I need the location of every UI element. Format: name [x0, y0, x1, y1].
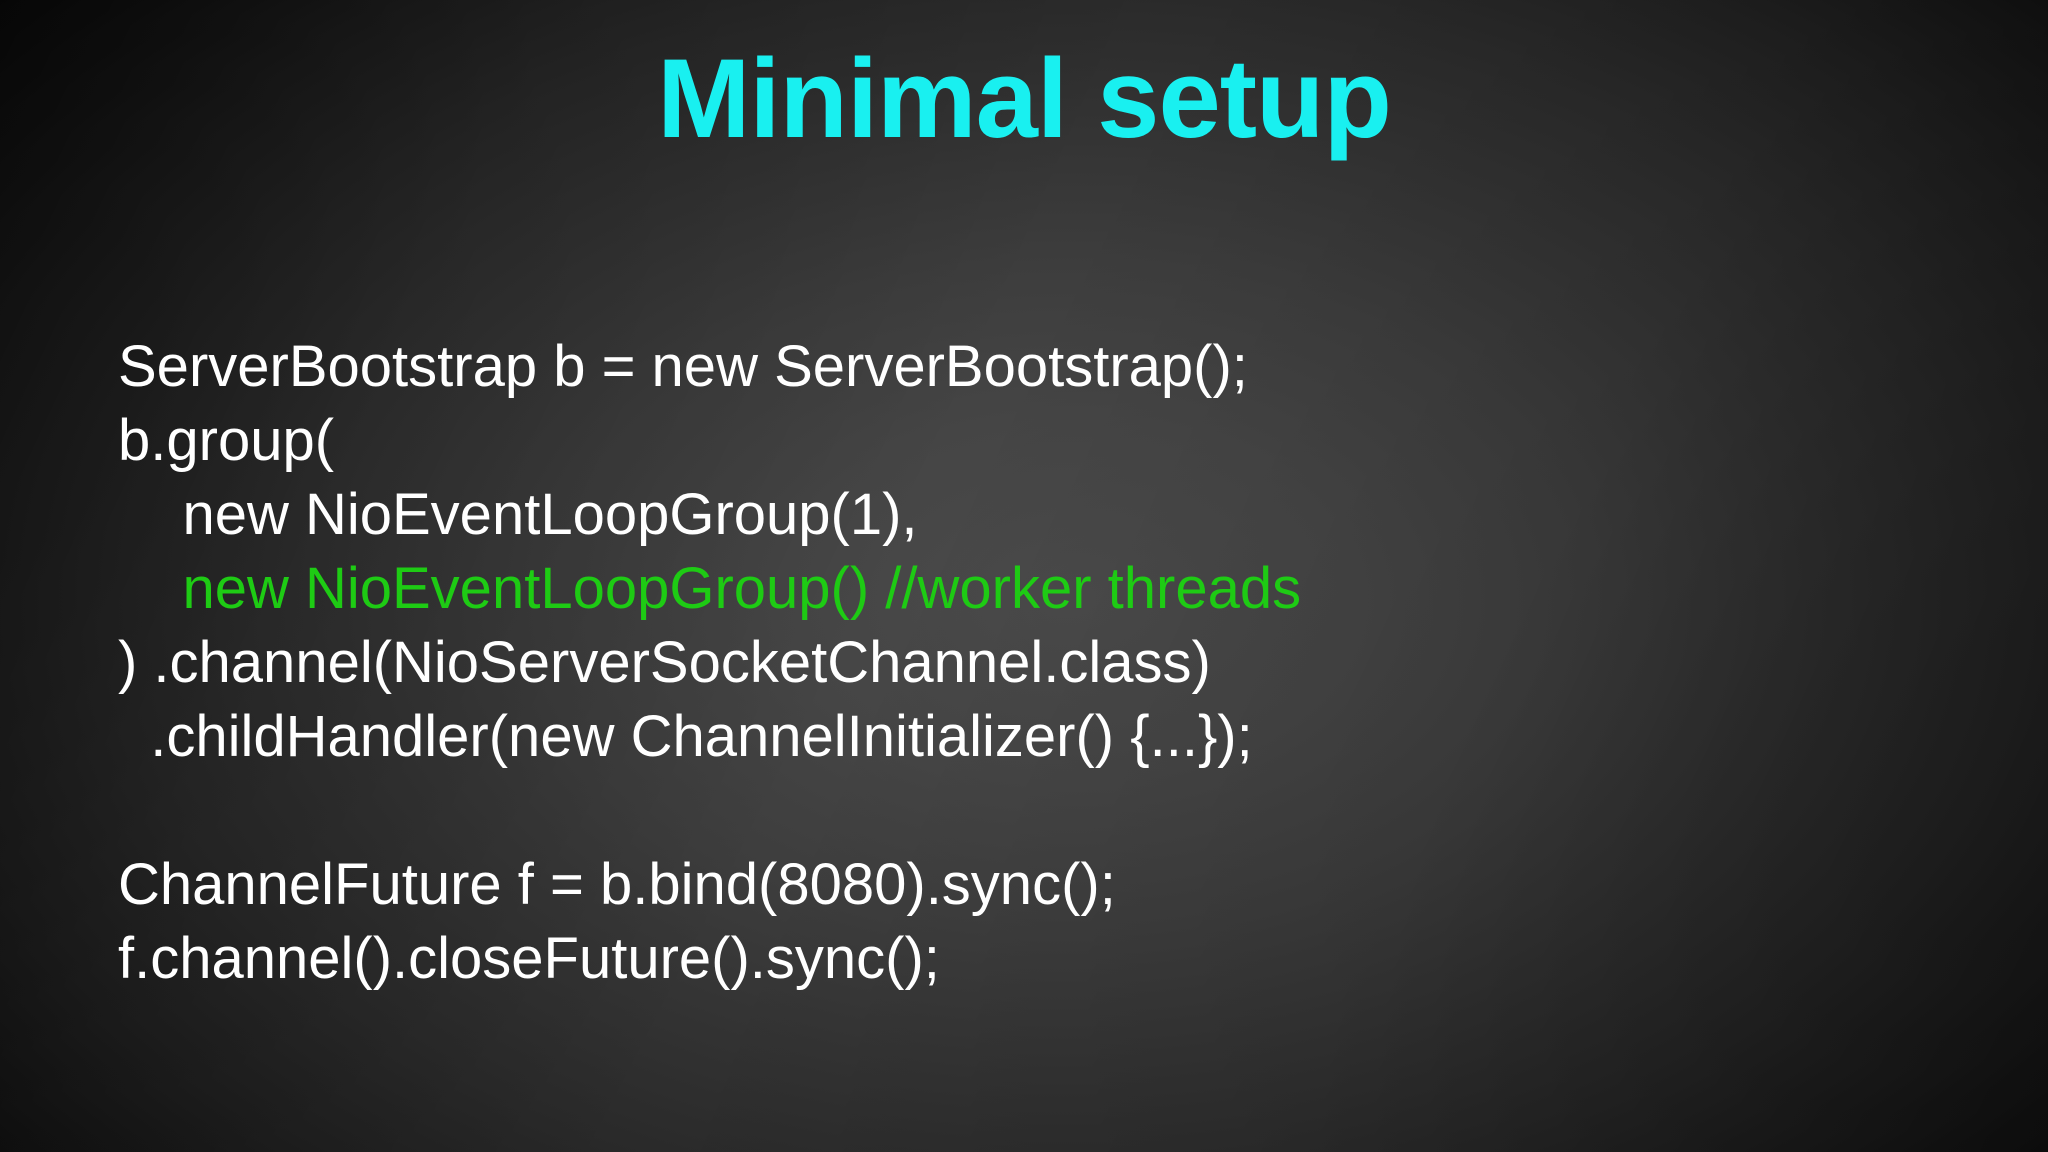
code-line-comment: new NioEventLoopGroup() //worker threads — [118, 556, 1302, 621]
slide-title: Minimal setup — [657, 36, 1392, 161]
code-line: ChannelFuture f = b.bind(8080).sync(); — [118, 852, 1116, 917]
code-line: .childHandler(new ChannelInitializer() {… — [118, 704, 1253, 769]
code-line: new NioEventLoopGroup(1), — [118, 482, 918, 547]
code-line: b.group( — [118, 408, 335, 473]
code-line-blank — [118, 774, 1968, 848]
code-block: ServerBootstrap b = new ServerBootstrap(… — [118, 330, 1968, 996]
code-line: f.channel().closeFuture().sync(); — [118, 926, 940, 991]
code-line: ServerBootstrap b = new ServerBootstrap(… — [118, 334, 1248, 399]
code-line: ) .channel(NioServerSocketChannel.class) — [118, 630, 1211, 695]
